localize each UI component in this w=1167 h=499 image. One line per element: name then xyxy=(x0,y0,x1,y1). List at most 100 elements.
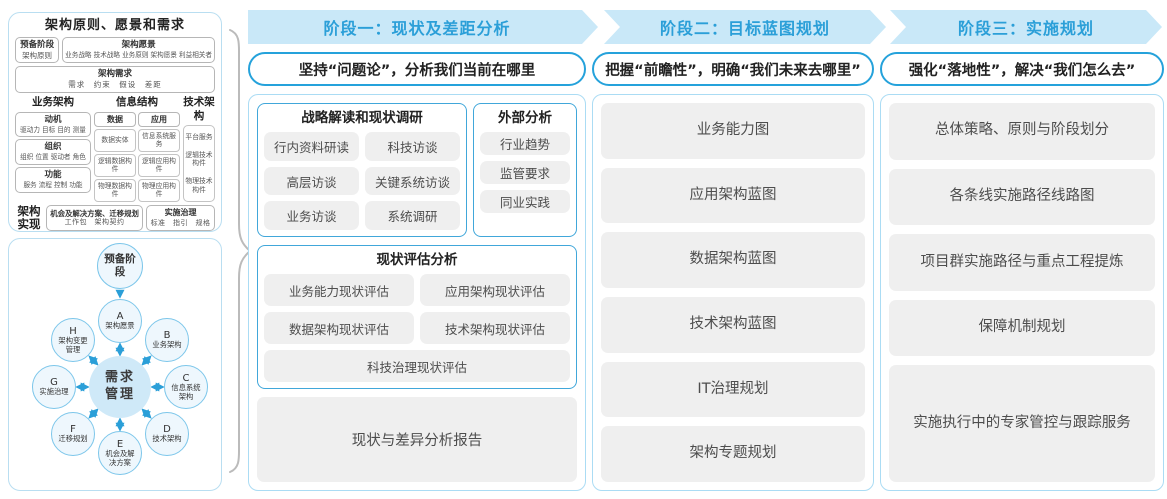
technology-architecture-column: 技术架构 平台服务 逻辑技术构件 物理技术构件 xyxy=(183,96,215,202)
information-structure-column: 信息结构 数据 数据实体 逻辑数据构件 物理数据构件 应用 信息系统服务 逻辑应… xyxy=(94,96,180,202)
box-sub: 业务战略 技术战略 业务原则 架构愿景 利益相关者 xyxy=(65,50,212,59)
deliverable-item: 应用架构蓝图 xyxy=(601,167,865,224)
column-title: 业务架构 xyxy=(32,96,74,109)
data-item: 数据实体 xyxy=(94,128,136,152)
box-title: 预备阶段 xyxy=(20,39,55,50)
node-label: 信息系统架构 xyxy=(171,382,201,401)
assessment-item: 技术架构现状评估 xyxy=(420,312,570,345)
group-title: 战略解读和现状调研 xyxy=(301,110,423,126)
implementation-governance-box: 实施治理 标准 指引 规格 xyxy=(146,204,215,232)
assessment-group: 现状评估分析 业务能力现状评估 应用架构现状评估 数据架构现状评估 技术架构现状… xyxy=(257,245,577,389)
adm-node-g: G 实施治理 xyxy=(32,365,76,409)
phase-1-header: 阶段一：现状及差距分析 xyxy=(248,10,598,44)
assessment-item: 数据架构现状评估 xyxy=(264,312,414,345)
node-letter: B xyxy=(163,330,171,342)
deliverable-item: 项目群实施路径与重点工程提炼 xyxy=(889,234,1155,291)
deliverable-item: 总体策略、原则与阶段划分 xyxy=(889,103,1155,160)
deliverable-item: IT治理规划 xyxy=(601,361,865,418)
node-letter: A xyxy=(116,311,124,323)
box-sub: 架构原则 xyxy=(22,50,53,60)
adm-node-h: H 架构变更管理 xyxy=(51,318,95,362)
method-item: 行业趋势 xyxy=(480,132,570,156)
deliverable-item: 各条线实施路径线路图 xyxy=(889,168,1155,226)
node-label: 业务架构 xyxy=(152,340,182,350)
node-label: 架构愿景 xyxy=(105,321,135,331)
data-item: 逻辑数据构件 xyxy=(94,153,136,177)
application-item: 信息系统服务 xyxy=(138,128,180,152)
box-title: 架构愿景 xyxy=(121,39,156,50)
node-label: 实施治理 xyxy=(39,387,69,397)
technology-item: 物理技术构件 xyxy=(185,177,213,194)
panel-title: 架构原则、愿景和需求 xyxy=(44,18,185,33)
node-letter: F xyxy=(70,424,76,436)
box-sub: 标准 指引 规格 xyxy=(150,218,211,227)
information-subcolumns: 数据 数据实体 逻辑数据构件 物理数据构件 应用 信息系统服务 逻辑应用构件 物… xyxy=(94,111,180,202)
gap-analysis-report-box: 现状与差异分析报告 xyxy=(257,397,577,482)
deliverable-item: 实施执行中的专家管控与跟踪服务 xyxy=(889,365,1155,482)
organization-box: 组织 组织 位置 驱动者 角色 xyxy=(15,139,91,166)
box-title: 机会及解决方案、迁移规划 xyxy=(50,208,139,218)
strategy-research-group: 战略解读和现状调研 行内资料研读 科技访谈 高层访谈 关键系统访谈 业务访谈 系… xyxy=(257,103,467,237)
deliverable-item: 技术架构蓝图 xyxy=(601,297,865,353)
application-item: 逻辑应用构件 xyxy=(138,153,180,177)
node-label: 机会及解决方案 xyxy=(105,448,135,467)
phase-2-subtitle: 把握“前瞻性”，明确“我们未来去哪里” xyxy=(592,52,874,86)
method-item: 监管要求 xyxy=(480,161,570,185)
method-item: 科技访谈 xyxy=(365,132,460,161)
external-items: 行业趋势 监管要求 同业实践 xyxy=(480,132,570,230)
method-item: 行内资料研读 xyxy=(264,132,359,161)
prep-phase-box: 预备阶段 架构原则 xyxy=(15,36,60,64)
architecture-vision-box: 架构愿景 业务战略 技术战略 业务原则 架构愿景 利益相关者 xyxy=(62,36,215,64)
column-title: 信息结构 xyxy=(116,96,158,109)
strategy-items-grid: 行内资料研读 科技访谈 高层访谈 关键系统访谈 业务访谈 系统调研 xyxy=(264,132,460,230)
adm-node-b: B 业务架构 xyxy=(145,318,189,362)
architecture-domains-row: 业务架构 动机 驱动力 目标 目的 测量 组织 组织 位置 驱动者 角色 功能 … xyxy=(15,96,215,202)
adm-arrows xyxy=(75,289,165,432)
architecture-requirements-box: 架构需求 需求 约束 假设 差距 xyxy=(15,66,215,94)
application-item: 物理应用构件 xyxy=(138,178,180,202)
assessment-item: 业务能力现状评估 xyxy=(264,274,414,307)
subcolumn-header: 应用 xyxy=(138,111,180,127)
node-letter: G xyxy=(50,377,58,389)
phase-2-content-panel: 业务能力图 应用架构蓝图 数据架构蓝图 技术架构蓝图 IT治理规划 架构专题规划 xyxy=(592,94,874,491)
box-sub: 驱动力 目标 目的 测量 xyxy=(20,125,86,134)
adm-node-a: A 架构愿景 xyxy=(98,299,142,343)
node-letter: D xyxy=(163,424,171,436)
method-item: 业务访谈 xyxy=(264,201,359,230)
box-sub: 服务 流程 控制 功能 xyxy=(23,181,83,190)
node-letter: E xyxy=(116,438,124,450)
node-label: 迁移规划 xyxy=(58,434,88,444)
subcolumn-header: 数据 xyxy=(94,111,136,127)
phase-3-subtitle: 强化“落地性”，解决“我们怎么去” xyxy=(880,52,1164,86)
phase-3-header: 阶段三：实施规划 xyxy=(890,10,1162,44)
method-item: 高层访谈 xyxy=(264,166,359,196)
box-sub: 工作包 架构契约 xyxy=(64,218,125,227)
method-item: 系统调研 xyxy=(365,201,460,230)
business-architecture-column: 业务架构 动机 驱动力 目标 目的 测量 组织 组织 位置 驱动者 角色 功能 … xyxy=(15,96,91,202)
phase-3-content-panel: 总体策略、原则与阶段划分 各条线实施路径线路图 项目群实施路径与重点工程提炼 保… xyxy=(880,94,1164,491)
adm-center-circle: 需求管理 xyxy=(89,356,151,418)
data-subcolumn: 数据 数据实体 逻辑数据构件 物理数据构件 xyxy=(94,111,136,202)
phase-1-subtitle: 坚持“问题论”，分析我们当前在哪里 xyxy=(248,52,586,86)
deliverable-item: 架构专题规划 xyxy=(601,426,865,483)
assessment-items-grid: 业务能力现状评估 应用架构现状评估 数据架构现状评估 技术架构现状评估 科技治理… xyxy=(264,274,570,382)
implementation-label: 架构实现 xyxy=(17,203,41,231)
method-item: 关键系统访谈 xyxy=(365,166,460,196)
box-sub: 需求 约束 假设 差距 xyxy=(68,80,162,90)
double-arrow-icon xyxy=(75,289,165,432)
node-label: 架构变更管理 xyxy=(58,335,88,354)
assessment-item: 应用架构现状评估 xyxy=(420,274,570,307)
box-title: 组织 xyxy=(44,142,62,153)
data-item: 物理数据构件 xyxy=(94,178,136,202)
box-sub: 组织 位置 驱动者 角色 xyxy=(20,153,86,162)
prep-vision-row: 预备阶段 架构原则 架构愿景 业务战略 技术战略 业务原则 架构愿景 利益相关者 xyxy=(15,36,215,64)
group-title: 外部分析 xyxy=(498,110,552,126)
motivation-box: 动机 驱动力 目标 目的 测量 xyxy=(15,111,91,138)
node-letter: C xyxy=(182,372,190,384)
adm-node-c: C 信息系统架构 xyxy=(164,365,208,409)
box-title: 实施治理 xyxy=(164,208,197,218)
technology-item: 平台服务 xyxy=(185,133,213,142)
adm-node-f: F 迁移规划 xyxy=(51,412,95,456)
adm-node-d: D 技术架构 xyxy=(145,412,189,456)
